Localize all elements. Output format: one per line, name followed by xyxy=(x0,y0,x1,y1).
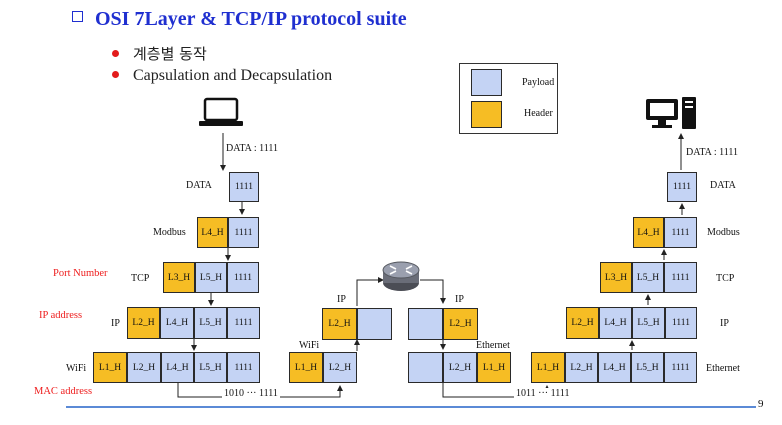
payload-cell: 1111 xyxy=(229,172,259,202)
payload-cell: 1111 xyxy=(227,262,259,293)
payload-cell: L2_H xyxy=(127,352,161,383)
bullet-item: 계층별 동작 xyxy=(112,43,207,64)
bullet-dot-icon xyxy=(112,50,119,57)
legend-header-label: Header xyxy=(524,108,553,119)
sender-data-label: DATA : 1111 xyxy=(226,143,278,154)
port-number-label: Port Number xyxy=(53,268,108,279)
header-cell: L1_H xyxy=(289,352,323,383)
header-cell: L1_H xyxy=(477,352,511,383)
header-cell: L1_H xyxy=(93,352,127,383)
header-cell: L3_H xyxy=(600,262,632,293)
payload-cell xyxy=(357,308,392,340)
payload-cell: L5_H xyxy=(632,307,665,339)
laptop-icon xyxy=(199,97,243,126)
router-icon xyxy=(382,261,420,291)
receiver-data-label: DATA : 1111 xyxy=(686,147,738,158)
bullet-dot-icon xyxy=(112,71,119,78)
legend-payload-label: Payload xyxy=(522,77,555,88)
payload-cell: 1111 xyxy=(227,307,260,339)
layer-label-wifi: WiFi xyxy=(66,363,87,374)
right-link-bits: 1011 ··· 1111 xyxy=(514,388,572,399)
payload-cell xyxy=(408,352,443,383)
layer-label-tcp: TCP xyxy=(131,273,150,284)
header-cell: L4_H xyxy=(633,217,664,248)
payload-cell: L4_H xyxy=(599,307,632,339)
legend-payload-swatch xyxy=(471,69,502,96)
footer-divider xyxy=(66,406,756,408)
payload-cell xyxy=(408,308,443,340)
layer-label-modbus: Modbus xyxy=(707,227,740,238)
header-cell: L2_H xyxy=(566,307,599,339)
router-in-wire xyxy=(356,277,384,306)
payload-cell: 1111 xyxy=(667,172,697,202)
router-left-link-label: WiFi xyxy=(299,340,320,351)
legend-header-swatch xyxy=(471,101,502,128)
desktop-computer-icon xyxy=(646,97,696,129)
payload-cell: L2_H xyxy=(565,352,598,383)
header-cell: L2_H xyxy=(443,308,478,340)
header-cell: L1_H xyxy=(531,352,565,383)
layer-label-ethernet: Ethernet xyxy=(706,363,740,374)
bullet-text: Capsulation and Decapsulation xyxy=(133,67,333,84)
layer-label-data: DATA xyxy=(710,180,736,191)
square-bullet-icon xyxy=(72,11,83,22)
payload-cell: L5_H xyxy=(631,352,664,383)
layer-label-data: DATA xyxy=(186,180,212,191)
layer-label-ip: IP xyxy=(720,318,729,329)
payload-cell: L2_H xyxy=(443,352,477,383)
payload-cell: L5_H xyxy=(194,307,227,339)
header-cell: L3_H xyxy=(163,262,195,293)
header-cell: L2_H xyxy=(322,308,357,340)
router-left-ip-label: IP xyxy=(337,294,346,305)
left-link-bits: 1010 ··· 1111 xyxy=(222,388,280,399)
layer-label-ip: IP xyxy=(111,318,120,329)
payload-cell: 1111 xyxy=(664,262,697,293)
layer-label-modbus: Modbus xyxy=(153,227,186,238)
bullet-item: Capsulation and Decapsulation xyxy=(112,67,332,85)
payload-cell: L4_H xyxy=(598,352,631,383)
payload-cell: L5_H xyxy=(632,262,664,293)
mac-address-label: MAC address xyxy=(34,386,93,397)
bullet-text: 계층별 동작 xyxy=(133,45,207,63)
page-number: 9 xyxy=(758,398,764,410)
ip-address-label: IP address xyxy=(39,310,83,321)
slide-title-text: OSI 7Layer & TCP/IP protocol suite xyxy=(95,8,407,30)
payload-cell: 1111 xyxy=(228,217,259,248)
layer-label-tcp: TCP xyxy=(716,273,735,284)
payload-cell: L5_H xyxy=(194,352,227,383)
router-right-link-label: Ethernet xyxy=(476,340,510,351)
header-cell: L2_H xyxy=(127,307,160,339)
payload-cell: 1111 xyxy=(664,352,697,383)
payload-cell: L5_H xyxy=(195,262,227,293)
payload-cell: 1111 xyxy=(227,352,260,383)
router-right-ip-label: IP xyxy=(455,294,464,305)
payload-cell: 1111 xyxy=(664,217,697,248)
router-out-wire xyxy=(420,279,446,304)
slide-title: OSI 7Layer & TCP/IP protocol suite xyxy=(72,8,407,31)
payload-cell: 1111 xyxy=(665,307,697,339)
payload-cell: L4_H xyxy=(161,352,194,383)
payload-cell: L4_H xyxy=(160,307,194,339)
payload-cell: L2_H xyxy=(323,352,357,383)
header-cell: L4_H xyxy=(197,217,228,248)
